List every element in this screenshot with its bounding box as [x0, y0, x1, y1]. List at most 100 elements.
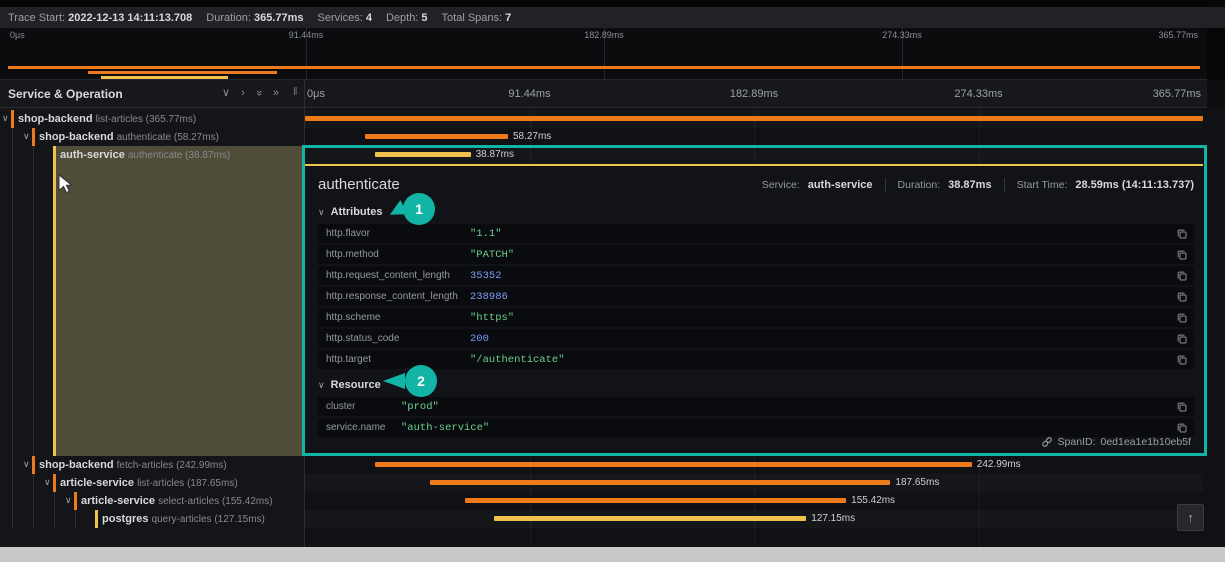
service-operation-tree: ∨shop-backend list-articles (365.77ms)∨s…	[0, 108, 305, 547]
trace-header-item: Duration: 365.77ms	[206, 12, 303, 24]
attribute-value: "1.1"	[470, 227, 502, 240]
copy-icon	[1177, 313, 1187, 322]
timeline-tick-label: 91.44ms	[508, 88, 551, 100]
collapse-one-icon[interactable]: ∨	[222, 87, 231, 99]
scroll-to-top-button[interactable]: ↑	[1177, 504, 1204, 531]
tree-indent-guide	[33, 474, 34, 492]
collapse-all-icon[interactable]: »	[252, 89, 265, 97]
expand-all-icon[interactable]: »	[272, 87, 279, 99]
copy-icon[interactable]	[1176, 228, 1188, 240]
service-color-bar	[11, 110, 14, 128]
timeline-tick-label: 365.77ms	[1152, 88, 1201, 100]
tree-row-article-service-select-articles[interactable]: ∨ article-service select-articles (155.42…	[0, 492, 305, 510]
chevron-down-icon[interactable]: ∨	[23, 131, 30, 141]
timeline-row: 187.65ms	[305, 474, 1203, 492]
tree-indent-guide	[33, 492, 34, 510]
service-name: shop-backend list-articles (365.77ms)	[18, 113, 196, 125]
span-duration-label: 155.42ms	[851, 495, 896, 506]
page-bottom-strip	[0, 547, 1225, 562]
chevron-down-icon[interactable]: ∨	[65, 495, 72, 505]
section-title: Attributes	[330, 206, 383, 218]
copy-icon[interactable]	[1176, 401, 1188, 413]
timeline-row: 38.87ms	[305, 146, 1203, 164]
tree-row-postgres-query-articles[interactable]: postgres query-articles (127.15ms)	[0, 510, 305, 528]
service-name: postgres query-articles (127.15ms)	[102, 513, 265, 525]
tree-indent-guide	[12, 510, 13, 528]
chevron-down-icon[interactable]: ∨	[23, 459, 30, 469]
copy-icon[interactable]	[1176, 249, 1188, 261]
link-icon	[1041, 436, 1053, 448]
chevron-down-icon[interactable]: ∨	[2, 113, 9, 123]
service-name: shop-backend authenticate (58.27ms)	[39, 131, 219, 143]
span-bar-fetch-articles[interactable]	[375, 462, 972, 467]
copy-icon[interactable]	[1176, 312, 1188, 324]
expand-one-icon[interactable]: ›	[241, 87, 245, 99]
copy-icon[interactable]	[1176, 354, 1188, 366]
meta-value: 28.59ms (14:11:13.737)	[1075, 178, 1194, 191]
tree-indent-guide	[12, 164, 13, 456]
attribute-value: 238986	[470, 290, 508, 303]
service-name-text: article-service	[81, 495, 159, 507]
span-id-label: SpanID:	[1057, 436, 1096, 448]
attribute-key: http.method	[326, 249, 379, 260]
minimap-tick-label: 274.33ms	[882, 30, 922, 40]
trace-header-label: Total Spans:	[441, 11, 506, 24]
trace-minimap[interactable]: 0μs 91.44ms 182.89ms 274.33ms 365.77ms	[0, 28, 1207, 99]
tree-indent-guide	[33, 146, 34, 164]
attribute-value: "/authenticate"	[470, 353, 565, 366]
tree-indent-guide	[54, 492, 55, 510]
tree-row-shop-backend-authenticate[interactable]: ∨ shop-backend authenticate (58.27ms)	[0, 128, 305, 146]
tree-row-article-service-list-articles[interactable]: ∨article-service list-articles (187.65ms…	[0, 474, 305, 492]
span-bar-authenticate[interactable]	[375, 152, 471, 157]
attribute-value: 200	[470, 332, 489, 345]
copy-icon	[1177, 250, 1187, 259]
span-bar-query-articles[interactable]	[494, 516, 807, 521]
span-bar-list-articles[interactable]	[305, 116, 1203, 121]
meta-label: Start Time:	[1016, 178, 1068, 191]
span-bar-select-articles[interactable]	[464, 498, 847, 503]
copy-icon	[1177, 423, 1187, 432]
span-duration-label: 38.87ms	[475, 149, 514, 160]
service-color-bar	[53, 146, 56, 164]
column-resizer-icon[interactable]: ‖	[293, 86, 299, 98]
attribute-key: service.name	[326, 422, 386, 433]
minimap-tick-label: 182.89ms	[584, 30, 624, 40]
attribute-row: http.target"/authenticate"	[318, 350, 1194, 369]
timeline-tick-label: 182.89ms	[729, 88, 779, 100]
tree-indent-guide	[33, 510, 34, 528]
span-bar-authenticate[interactable]	[364, 134, 508, 139]
copy-icon[interactable]	[1176, 333, 1188, 345]
service-color-bar	[53, 474, 56, 492]
copy-icon[interactable]	[1176, 422, 1188, 434]
copy-icon[interactable]	[1176, 270, 1188, 282]
trace-header-value: 5	[421, 11, 428, 24]
section-header-attributes[interactable]: ∨Attributes	[318, 206, 1194, 218]
operation-name: list-articles (365.77ms)	[95, 114, 197, 125]
chevron-down-icon: ∨	[318, 380, 325, 390]
section-header-resource[interactable]: ∨Resource	[318, 379, 1194, 391]
minimap-tick-label: 0μs	[10, 30, 25, 40]
span-id: SpanID: 0ed1ea1e1b10eb5f	[1041, 436, 1191, 448]
chevron-down-icon[interactable]: ∨	[44, 477, 51, 487]
service-name: article-service select-articles (155.42m…	[81, 495, 273, 507]
trace-header-item: Services: 4	[318, 12, 372, 24]
service-operation-title: Service & Operation	[8, 87, 123, 101]
copy-icon	[1177, 402, 1187, 411]
attribute-key: http.scheme	[326, 312, 381, 323]
attribute-key: http.status_code	[326, 333, 400, 344]
meta-label: Service:	[761, 178, 800, 191]
span-bar-list-articles[interactable]	[429, 480, 891, 485]
tree-indent-guide	[12, 492, 13, 510]
tree-row-shop-backend-fetch-articles[interactable]: ∨shop-backend fetch-articles (242.99ms)	[0, 456, 305, 474]
span-duration-label: 242.99ms	[976, 459, 1021, 470]
copy-icon[interactable]	[1176, 291, 1188, 303]
tree-row-shop-backend-list-articles[interactable]: ∨ shop-backend list-articles (365.77ms)	[0, 110, 305, 128]
timeline-row	[305, 110, 1203, 128]
copy-icon	[1177, 229, 1187, 238]
tree-row-auth-service-authenticate[interactable]: auth-service authenticate (38.87ms)	[0, 146, 305, 164]
tree-indent-guide	[12, 456, 13, 474]
